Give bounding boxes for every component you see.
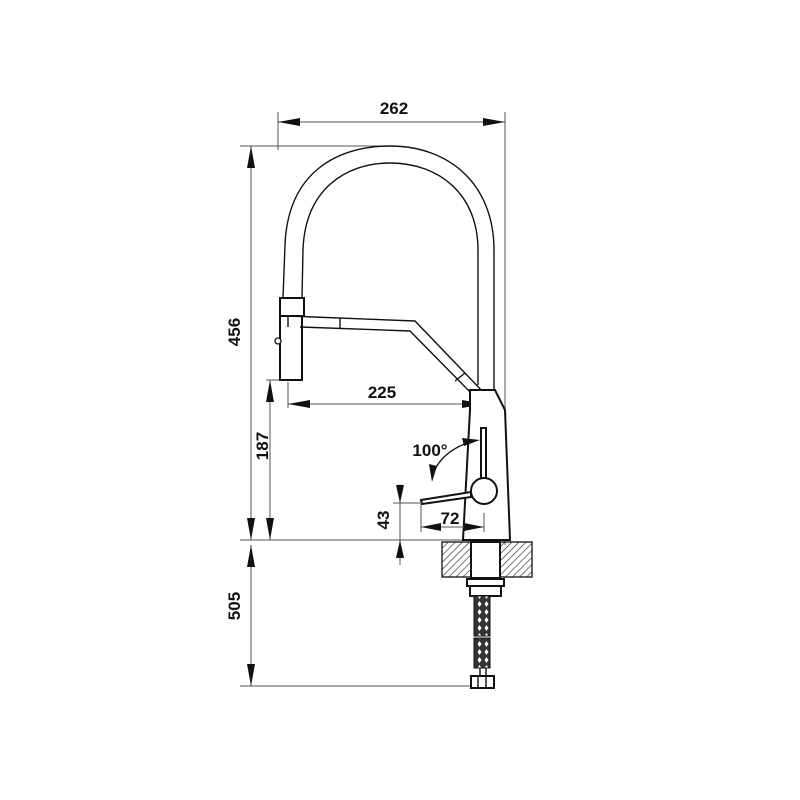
lever-handle	[419, 427, 498, 506]
hose-connector	[470, 675, 495, 689]
hose-length-label: 505	[225, 592, 244, 620]
dimension-hose-length: 505	[225, 545, 475, 687]
dimension-handle-height: 43	[374, 484, 422, 565]
height-label: 456	[225, 318, 244, 346]
dimension-handle-reach: 72	[420, 504, 485, 532]
clearance-label: 187	[253, 432, 272, 460]
width-label: 262	[380, 99, 408, 118]
countertop-section	[441, 541, 533, 579]
gooseneck-spout	[282, 145, 495, 395]
mounting-nut	[466, 578, 505, 597]
spray-head	[274, 297, 305, 381]
reach-label: 225	[368, 383, 396, 402]
handle-height-label: 43	[374, 511, 393, 530]
dimension-height: 456	[225, 145, 380, 540]
braided-hose	[473, 595, 491, 676]
angle-label: 100°	[412, 441, 447, 460]
dimension-spout-clearance: 187	[253, 379, 288, 540]
dimension-spout-reach: 225	[287, 382, 485, 412]
handle-reach-label: 72	[441, 509, 460, 528]
spout-arm	[287, 315, 488, 397]
dimension-handle-angle: 100°	[412, 438, 480, 482]
